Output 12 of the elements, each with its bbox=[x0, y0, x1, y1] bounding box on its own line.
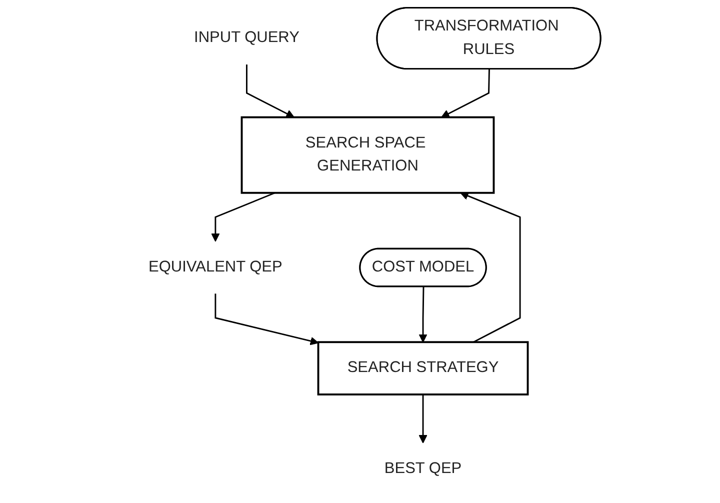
node-text: INPUT QUERY bbox=[194, 30, 300, 46]
node-box: SEARCH SPACE GENERATION bbox=[240, 116, 495, 194]
arrow bbox=[418, 394, 428, 444]
arrow bbox=[214, 294, 319, 346]
node-text: EQUIVALENT QEP bbox=[148, 258, 282, 276]
arrow bbox=[460, 192, 521, 343]
node-text: BEST QEP bbox=[384, 460, 462, 477]
arrow bbox=[211, 192, 276, 242]
node-box: SEARCH STRATEGY bbox=[317, 341, 529, 396]
arrow bbox=[418, 286, 428, 342]
arrow bbox=[441, 69, 490, 118]
arrow bbox=[246, 64, 294, 118]
